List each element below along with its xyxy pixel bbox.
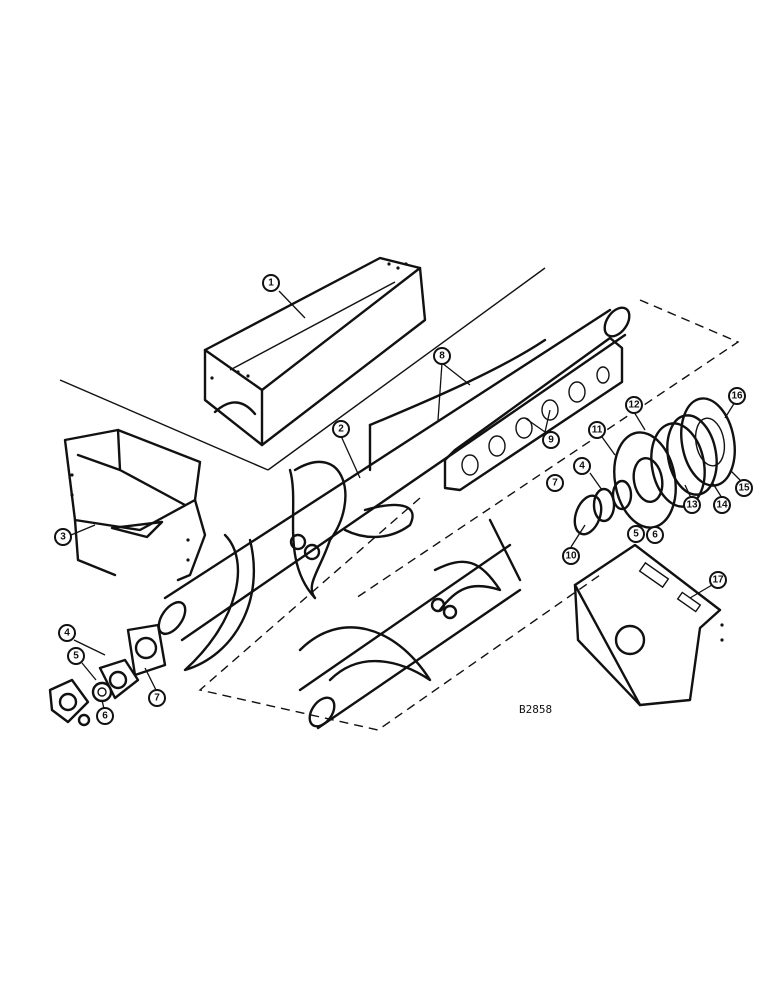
callout-15: 15 [735,479,753,497]
callout-9: 9 [542,431,560,449]
callouts: 1 2 3 4 4 5 5 6 6 7 7 8 9 10 11 12 13 14… [54,274,753,725]
svg-text:9: 9 [548,435,554,446]
shield-holes [461,366,610,476]
callout-7a: 7 [148,689,166,707]
callout-6b: 6 [646,526,664,544]
svg-text:7: 7 [552,478,558,489]
svg-text:16: 16 [731,391,743,402]
callout-8: 8 [433,347,451,365]
svg-text:1: 1 [268,278,274,289]
callout-10: 10 [562,547,580,565]
drive-sprocket [613,431,677,529]
lower-auger [298,518,522,730]
svg-text:4: 4 [579,461,585,472]
callout-16: 16 [728,387,746,405]
leader-lines [70,290,741,710]
callout-5a: 5 [67,647,85,665]
callout-12: 12 [625,396,643,414]
svg-text:6: 6 [102,711,108,722]
callout-4a: 4 [58,624,76,642]
svg-text:10: 10 [565,551,577,562]
callout-14: 14 [713,496,731,514]
svg-text:3: 3 [60,532,66,543]
svg-text:4: 4 [64,628,70,639]
drawing-number: B2858 [519,703,552,716]
right-drive-set [573,397,736,536]
callout-3: 3 [54,528,72,546]
left-bearing-set [48,623,167,727]
svg-text:5: 5 [633,529,639,540]
svg-text:8: 8 [439,351,445,362]
svg-text:13: 13 [686,500,698,511]
callout-7b: 7 [546,474,564,492]
svg-text:17: 17 [712,575,724,586]
right-housing [573,543,724,707]
callout-17: 17 [709,571,727,589]
svg-text:6: 6 [652,530,658,541]
callout-2: 2 [332,420,350,438]
svg-text:5: 5 [73,651,79,662]
callout-13: 13 [683,496,701,514]
callout-5b: 5 [627,525,645,543]
svg-text:2: 2 [338,424,344,435]
callout-6a: 6 [96,707,114,725]
svg-text:7: 7 [154,693,160,704]
callout-4b: 4 [573,457,591,475]
trough-cover [203,256,427,447]
callout-1: 1 [262,274,280,292]
svg-text:11: 11 [592,425,603,436]
upper-shield [368,336,624,492]
svg-text:15: 15 [738,483,750,494]
left-housing [63,428,207,582]
svg-text:14: 14 [716,500,728,511]
callout-11: 11 [588,421,606,439]
reference-lines [59,267,740,731]
main-auger [157,306,631,672]
svg-text:12: 12 [628,400,640,411]
